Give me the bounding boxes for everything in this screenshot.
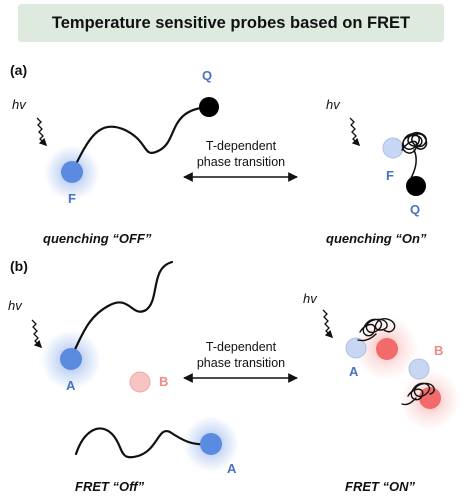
transition-line1-b: T-dependent [205,340,277,354]
quencher-q-label: Q [202,68,213,83]
fret-emitter-lower [419,387,441,409]
hv-label-a-right: hv [326,97,340,112]
caption-fret-off: FRET “Off” [75,479,145,494]
caption-quenching-off: quenching “OFF” [43,231,152,246]
donor-b-label: B [159,374,169,389]
caption-fret-on: FRET “ON” [345,479,416,494]
hv-squiggle-b-left [31,319,43,349]
caption-quenching-on: quenching “On” [326,231,427,246]
transition-line2-a: phase transition [196,155,286,169]
acceptor-a-label-right: A [349,364,359,379]
quencher-q-right-circle [406,176,426,196]
donor-b-faded-circle-right [408,358,430,380]
quencher-q-label-right: Q [410,202,421,217]
hv-squiggle-b-right [322,309,334,339]
donor-f-label: F [68,191,76,206]
polymer-chain-b-bottom [74,427,212,459]
acceptor-a-faded-circle-right [345,337,367,359]
acceptor-a-circle-bottom [200,433,222,455]
polymer-chain-b-top [69,260,174,360]
hv-squiggle-a-right [349,117,361,147]
panel-a-label: (a) [10,62,28,78]
hv-label-b-left: hv [8,298,22,313]
donor-f-circle [61,161,83,183]
fret-emitter-upper [376,338,398,360]
polymer-chain-a-extended [70,105,210,174]
acceptor-a-circle-top [60,348,82,370]
title-banner: Temperature sensitive probes based on FR… [18,4,444,42]
donor-f-label-right: F [386,168,394,183]
transition-text-a: T-dependent phase transition [183,138,299,170]
acceptor-a-label-bottom: A [227,461,237,476]
transition-line2-b: phase transition [196,356,286,370]
hv-label-a-left: hv [12,97,26,112]
polymer-chain-b-collapsed-lower [401,382,435,406]
diagram-title: Temperature sensitive probes based on FR… [51,13,411,32]
transition-text-b: T-dependent phase transition [183,339,299,371]
acceptor-a-label-top: A [66,378,76,393]
donor-f-faded-circle [382,137,404,159]
donor-b-faded-circle [129,371,151,393]
hv-squiggle-a-left [36,117,48,147]
polymer-chain-b-collapsed-upper [357,318,396,342]
panel-b-label: (b) [10,258,28,274]
donor-b-label-right: B [434,343,444,358]
hv-label-b-right: hv [303,291,317,306]
quencher-q-circle [199,97,219,117]
transition-line1-a: T-dependent [205,139,277,153]
